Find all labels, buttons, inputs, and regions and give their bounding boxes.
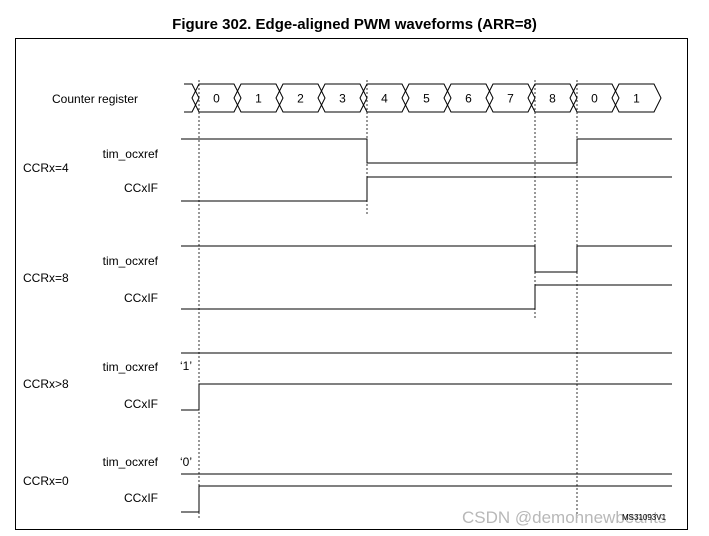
tim-ocxref-label: tim_ocxref (102, 147, 158, 161)
counter-value: 4 (381, 92, 388, 106)
counter-cell (359, 83, 410, 113)
ccxif-label: CCxIF (124, 291, 158, 305)
counter-cell (611, 83, 662, 113)
ccxif-label: CCxIF (124, 397, 158, 411)
tim-ocxref-label: tim_ocxref (102, 455, 158, 469)
counter-value: 8 (549, 92, 556, 106)
counter-value: 0 (591, 92, 598, 106)
tim-ocxref-label: tim_ocxref (102, 360, 158, 374)
figure-frame (15, 38, 688, 530)
ccxif-wave (181, 176, 672, 202)
counter-cell (485, 83, 536, 113)
counter-value: 6 (465, 92, 472, 106)
counter-lead (184, 83, 200, 113)
tim-ocxref-wave (181, 245, 672, 273)
forced-low-marker: ‘0’ (180, 455, 193, 469)
counter-cell (443, 83, 494, 113)
ccxif-label: CCxIF (124, 181, 158, 195)
counter-cell (401, 83, 452, 113)
forced-high-marker: ‘1’ (180, 359, 193, 373)
counter-cell (569, 83, 620, 113)
counter-value: 2 (297, 92, 304, 106)
counter-register-label: Counter register (52, 92, 139, 106)
counter-value: 3 (339, 92, 346, 106)
ccxif-wave (181, 383, 672, 411)
figure-title: Figure 302. Edge-aligned PWM waveforms (… (172, 16, 537, 33)
counter-cell (527, 83, 578, 113)
counter-value: 7 (507, 92, 514, 106)
group-label-ccr8: CCRx=8 (23, 271, 69, 285)
counter-cell (275, 83, 326, 113)
ccxif-wave (181, 485, 672, 513)
ccxif-wave (181, 284, 672, 310)
tim-ocxref-wave (181, 138, 672, 164)
figure-ref-code: MS31093V1 (622, 513, 667, 522)
counter-value: 1 (633, 92, 640, 106)
guide-lines (198, 80, 578, 518)
counter-value: 1 (255, 92, 262, 106)
counter-cell (317, 83, 368, 113)
counter-value: 0 (213, 92, 220, 106)
counter-value: 5 (423, 92, 430, 106)
waveforms (181, 138, 672, 513)
group-label-ccr-gt8: CCRx>8 (23, 377, 69, 391)
ccxif-label: CCxIF (124, 491, 158, 505)
group-label-ccr4: CCRx=4 (23, 161, 69, 175)
counter-cell (233, 83, 284, 113)
counter-cell (191, 83, 242, 113)
watermark: CSDN @demonnewbeants (462, 508, 667, 527)
tim-ocxref-label: tim_ocxref (102, 254, 158, 268)
counter-register-row: 0 1 2 3 4 5 6 7 8 0 1 (184, 83, 662, 113)
group-label-ccr0: CCRx=0 (23, 474, 69, 488)
